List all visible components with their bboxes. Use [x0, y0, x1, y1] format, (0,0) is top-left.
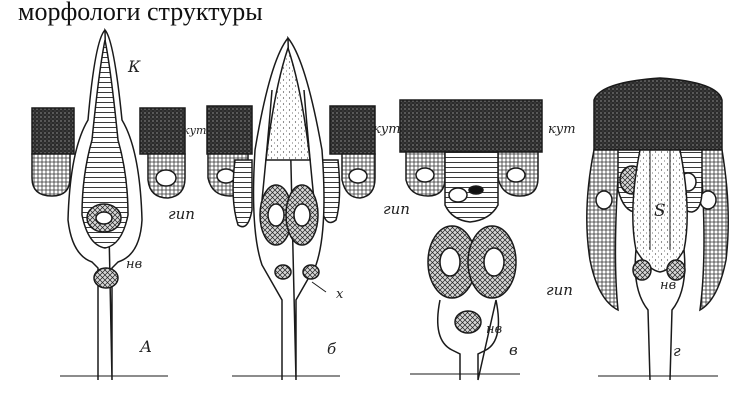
tormogen-cell: [233, 160, 252, 227]
nerve-cell: [667, 260, 685, 280]
cuticle-block-right: [330, 106, 375, 154]
cuticle-block-left: [207, 106, 252, 154]
nerve-cell: [94, 268, 118, 288]
label-s: S: [654, 201, 666, 221]
label-nerve-v: нв: [486, 322, 502, 337]
cell-nucleus: [156, 170, 176, 186]
sheath-cell-right: [700, 150, 728, 310]
cell-nucleus: [416, 168, 434, 182]
nucleus: [484, 248, 504, 276]
panel-v: [400, 100, 542, 380]
label-hypodermis-v: гип: [383, 200, 410, 218]
hypodermis-cell-left: [32, 154, 70, 196]
pointer-x: [312, 282, 326, 292]
nerve-cell: [275, 265, 291, 279]
nucleus: [449, 188, 467, 202]
header-text: морфологи структуры: [18, 0, 263, 26]
nucleus: [268, 204, 284, 226]
nerve-cell: [455, 311, 481, 333]
nucleus: [294, 204, 310, 226]
label-cuticle-b: кут: [373, 122, 401, 137]
cuticle-dome: [594, 78, 722, 150]
nerve-cell: [303, 265, 319, 279]
panel-letter-a: А: [139, 337, 152, 356]
panel-letter-v: в: [509, 341, 518, 359]
cell-nucleus: [217, 169, 235, 183]
cuticle-block-right: [140, 108, 185, 154]
cuticle-layer: [400, 100, 542, 152]
cell-nucleus: [507, 168, 525, 182]
cell-nucleus: [349, 169, 367, 183]
label-nerve-a: нв: [126, 257, 142, 272]
sheath-cell-left: [587, 150, 620, 310]
panel-g: [587, 78, 728, 380]
nucleolus: [469, 186, 483, 194]
label-hypodermis-g: гип: [546, 281, 573, 299]
panel-b: [207, 38, 375, 380]
label-x: х: [336, 287, 344, 302]
label-nerve-g: нв: [660, 278, 676, 293]
label-k: К: [127, 57, 141, 76]
nucleolus: [96, 212, 112, 224]
panel-letter-g: г: [673, 342, 681, 360]
nerve-cell: [633, 260, 651, 280]
nucleus: [440, 248, 460, 276]
panel-letter-b: б: [327, 340, 337, 358]
label-cuticle-v: кут: [548, 122, 576, 137]
panel-a: [32, 30, 185, 380]
cuticle-block-left: [32, 108, 74, 154]
label-cuticle-a: кут: [183, 124, 206, 137]
cell-nucleus: [596, 191, 612, 209]
label-hypodermis-a: гип: [168, 205, 195, 223]
